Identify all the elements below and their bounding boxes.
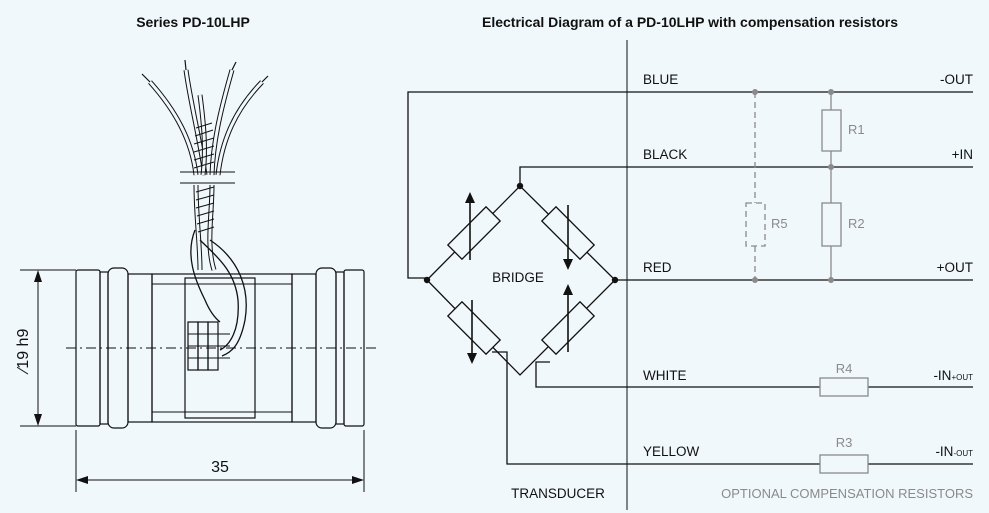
signal-label-red: +OUT	[937, 260, 973, 275]
length-dimension-label: 35	[211, 459, 229, 476]
signal-yellow-sub: -OUT	[953, 449, 973, 458]
resistor-r2	[821, 202, 842, 247]
bridge-resistor-upper-left	[446, 205, 502, 261]
bridge-resistor-lower-left	[446, 300, 502, 356]
diameter-dimension-label: ∕19 h9	[15, 329, 32, 376]
wire-label-yellow: YELLOW	[643, 444, 700, 459]
compensation-nodes	[752, 89, 834, 283]
resistor-r3	[819, 454, 869, 474]
wire-white	[535, 361, 973, 388]
signal-label-yellow: -IN-OUT	[935, 444, 973, 459]
signal-white-main: -IN	[933, 368, 951, 383]
wiring	[407, 91, 973, 465]
signal-label-black: +IN	[952, 147, 973, 162]
wire-black	[519, 166, 973, 186]
dimension-lines	[20, 269, 365, 492]
wire-label-red: RED	[643, 260, 672, 275]
cable-bundle-upper	[141, 59, 269, 176]
signal-white-sub: +OUT	[951, 373, 973, 382]
wire-blue	[407, 91, 973, 279]
signal-yellow-main: -IN	[935, 444, 953, 459]
resistor-r4	[819, 377, 869, 397]
wire-label-blue: BLUE	[643, 72, 678, 87]
bridge-label: BRIDGE	[492, 270, 544, 285]
bridge-arrows	[465, 192, 573, 364]
bridge-nodes	[423, 182, 619, 284]
resistor-r1	[821, 109, 842, 152]
r4-label: R4	[836, 361, 853, 376]
wire-label-black: BLACK	[643, 147, 687, 162]
transducer-label: TRANSDUCER	[511, 486, 605, 501]
sensor-drawing	[66, 59, 378, 429]
cable-bundle-lower	[190, 184, 247, 357]
wire-label-white: WHITE	[643, 368, 687, 383]
signal-label-blue: -OUT	[940, 72, 973, 87]
compensation-resistors	[745, 92, 869, 474]
r5-label: R5	[771, 216, 788, 231]
signal-label-white: -IN+OUT	[933, 368, 973, 383]
r1-label: R1	[848, 122, 865, 137]
optional-resistors-label: OPTIONAL COMPENSATION RESISTORS	[721, 486, 973, 501]
right-panel-title: Electrical Diagram of a PD-10LHP with co…	[482, 14, 898, 30]
resistor-r5	[745, 202, 766, 247]
left-panel-title: Series PD-10LHP	[136, 14, 250, 30]
r3-label: R3	[836, 435, 853, 450]
wire-yellow	[492, 351, 973, 465]
r2-label: R2	[848, 216, 865, 231]
